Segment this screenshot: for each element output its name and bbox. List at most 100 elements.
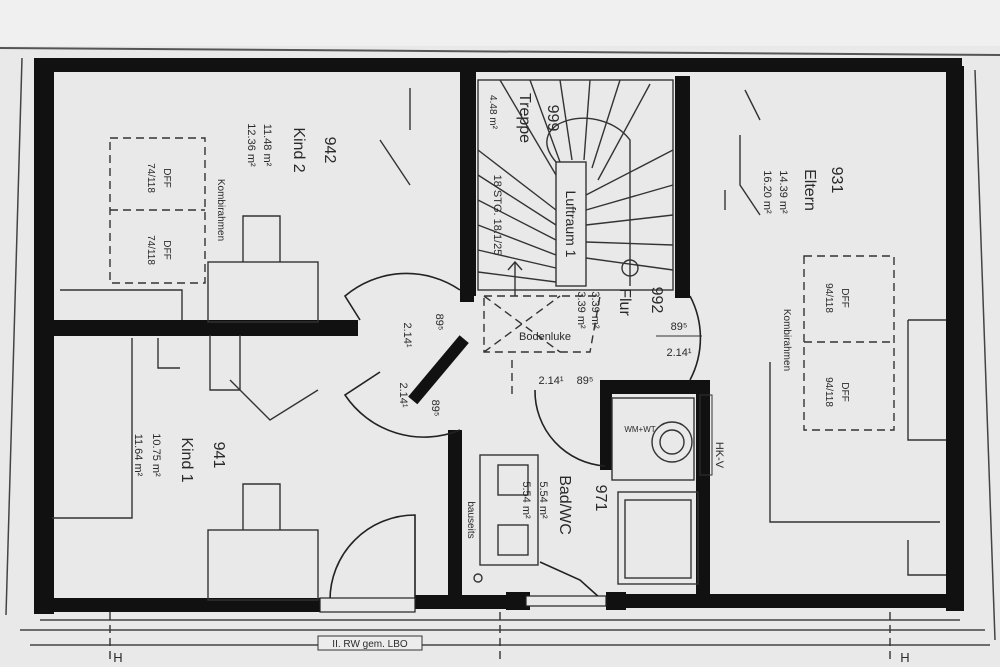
dff-right-top-size-group: 94/118 bbox=[823, 283, 834, 313]
furniture bbox=[52, 88, 946, 601]
dff-left-bottom-group: DFF bbox=[161, 240, 172, 259]
dff-right-bottom-label: DFF bbox=[839, 382, 850, 401]
dff-left-top-group: DFF bbox=[161, 168, 172, 187]
dff-left-bottom-size-group: 74/118 bbox=[145, 235, 156, 265]
room-bad-area1: 5.54 m² bbox=[537, 481, 549, 519]
dff-right-top-size: 94/118 bbox=[823, 283, 834, 313]
dff-right-bottom-group: DFF bbox=[839, 382, 850, 401]
kombirahmen-left-group: Kombirahmen bbox=[215, 179, 226, 241]
room-kind-2-name-group: Kind 2 bbox=[290, 127, 307, 172]
room-kind-2-area2: 12.36 m² bbox=[245, 123, 257, 167]
room-kind-2-number-group: 942 bbox=[321, 137, 338, 164]
hk-v-box bbox=[699, 394, 713, 476]
door1-height-group: 2.14¹ bbox=[401, 322, 413, 347]
room-kind-2-name: Kind 2 bbox=[290, 127, 307, 172]
room-eltern-name: Eltern bbox=[801, 169, 818, 211]
room-kind-1-number: 941 bbox=[210, 442, 227, 469]
exterior-walls bbox=[34, 58, 964, 614]
room-kind-2-number: 942 bbox=[321, 137, 338, 164]
room-treppe-name: Treppe bbox=[516, 93, 533, 143]
room-kind-1-area1: 10.75 m² bbox=[150, 433, 162, 477]
room-kind-2-area1-group: 11.48 m² bbox=[261, 124, 273, 167]
room-kind-1-area1-group: 10.75 m² bbox=[150, 433, 162, 477]
room-flur-number-group: 992 bbox=[648, 287, 665, 314]
door2-height: 2.14¹ bbox=[397, 382, 409, 407]
room-flur-name: Flur bbox=[616, 288, 633, 316]
bath-window bbox=[525, 595, 607, 607]
rw-note-box bbox=[317, 635, 423, 651]
dff-left-bottom-label: DFF bbox=[161, 240, 172, 259]
door1-width-group: 89⁵ bbox=[433, 314, 445, 331]
dff-right-bottom-size: 94/118 bbox=[823, 377, 834, 407]
axis-mark-left: H bbox=[113, 650, 122, 665]
room-flur-name-group: Flur bbox=[616, 288, 633, 316]
door1-width: 89⁵ bbox=[433, 314, 445, 331]
stair-spec-label: 18 STG. 18.1/25 bbox=[491, 175, 503, 256]
dff-right-top-label: DFF bbox=[839, 288, 850, 307]
kombirahmen-right-group: Kombirahmen bbox=[781, 309, 792, 371]
dff-right-top-group: DFF bbox=[839, 288, 850, 307]
room-eltern-area1-group: 14.39 m² bbox=[777, 170, 789, 214]
hk-v-label: HK-V bbox=[713, 442, 725, 469]
room-bad-number-group: 971 bbox=[592, 485, 609, 512]
axis-mark-right: H bbox=[900, 650, 909, 665]
room-flur-area1-group: 3.39 m² bbox=[589, 291, 601, 329]
room-eltern-area2-group: 16.20 m² bbox=[761, 170, 773, 214]
room-eltern-name-group: Eltern bbox=[801, 169, 818, 211]
door4-width: 89⁵ bbox=[577, 375, 594, 387]
room-eltern-number: 931 bbox=[828, 167, 845, 194]
kombirahmen-left-label: Kombirahmen bbox=[215, 179, 226, 241]
room-treppe-area-group: 4.48 m² bbox=[487, 95, 498, 130]
room-treppe-name-group: Treppe bbox=[516, 93, 533, 143]
room-bad-area2-group: 5.54 m² bbox=[520, 481, 532, 519]
room-treppe-number-group: 999 bbox=[544, 105, 561, 132]
luftraum-label: Luftraum 1 bbox=[563, 191, 579, 258]
entry-threshold bbox=[319, 597, 416, 613]
stair-spec-group: 18 STG. 18.1/25 bbox=[491, 175, 503, 256]
room-kind-2-area2-group: 12.36 m² bbox=[245, 123, 257, 167]
room-treppe-area: 4.48 m² bbox=[487, 95, 498, 130]
bauseits-label: bauseits bbox=[465, 501, 476, 538]
interior-walls bbox=[48, 70, 710, 610]
room-flur-number: 992 bbox=[648, 287, 665, 314]
room-flur-area1: 3.39 m² bbox=[589, 291, 601, 329]
dff-left-top-size: 74/118 bbox=[145, 163, 156, 193]
room-eltern-area2: 16.20 m² bbox=[761, 170, 773, 214]
room-treppe-number: 999 bbox=[544, 105, 561, 132]
room-kind-1-number-group: 941 bbox=[210, 442, 227, 469]
door3-height: 2.14¹ bbox=[666, 347, 691, 359]
door1-height: 2.14¹ bbox=[401, 322, 413, 347]
door3-width: 89⁵ bbox=[671, 321, 688, 333]
room-bad-name: Bad/WC bbox=[556, 475, 573, 535]
room-bad-number: 971 bbox=[592, 485, 609, 512]
kombirahmen-right-label: Kombirahmen bbox=[781, 309, 792, 371]
dff-left-top-size-group: 74/118 bbox=[145, 163, 156, 193]
paper-top-edge bbox=[0, 47, 1000, 56]
dff-left-top-label: DFF bbox=[161, 168, 172, 187]
room-kind-1-area2-group: 11.64 m² bbox=[132, 434, 144, 477]
dashed-elements bbox=[109, 137, 895, 660]
room-flur-area2: 3.39 m² bbox=[575, 291, 587, 329]
door2-height-group: 2.14¹ bbox=[397, 382, 409, 407]
staircase bbox=[477, 79, 674, 296]
door4-height: 2.14¹ bbox=[538, 375, 563, 387]
room-kind-1-name-group: Kind 1 bbox=[178, 437, 195, 482]
luftraum-group: Luftraum 1 bbox=[563, 191, 579, 258]
wm-wt-label: WM+WT bbox=[624, 425, 655, 434]
room-kind-1-area2: 11.64 m² bbox=[132, 434, 144, 477]
dff-left-bottom-size: 74/118 bbox=[145, 235, 156, 265]
room-eltern-number-group: 931 bbox=[828, 167, 845, 194]
door2-width: 89⁵ bbox=[429, 400, 441, 417]
room-bad-area1-group: 5.54 m² bbox=[537, 481, 549, 519]
room-eltern-area1: 14.39 m² bbox=[777, 170, 789, 214]
door2-width-group: 89⁵ bbox=[429, 400, 441, 417]
bauseits-group: bauseits bbox=[465, 501, 476, 538]
room-kind-2-area1: 11.48 m² bbox=[261, 124, 273, 167]
hk-v-group: HK-V bbox=[713, 442, 725, 469]
paper-top-margin bbox=[0, 0, 1000, 46]
room-flur-area2-group: 3.39 m² bbox=[575, 291, 587, 329]
door-swings bbox=[329, 272, 702, 601]
room-kind-1-name: Kind 1 bbox=[178, 437, 195, 482]
